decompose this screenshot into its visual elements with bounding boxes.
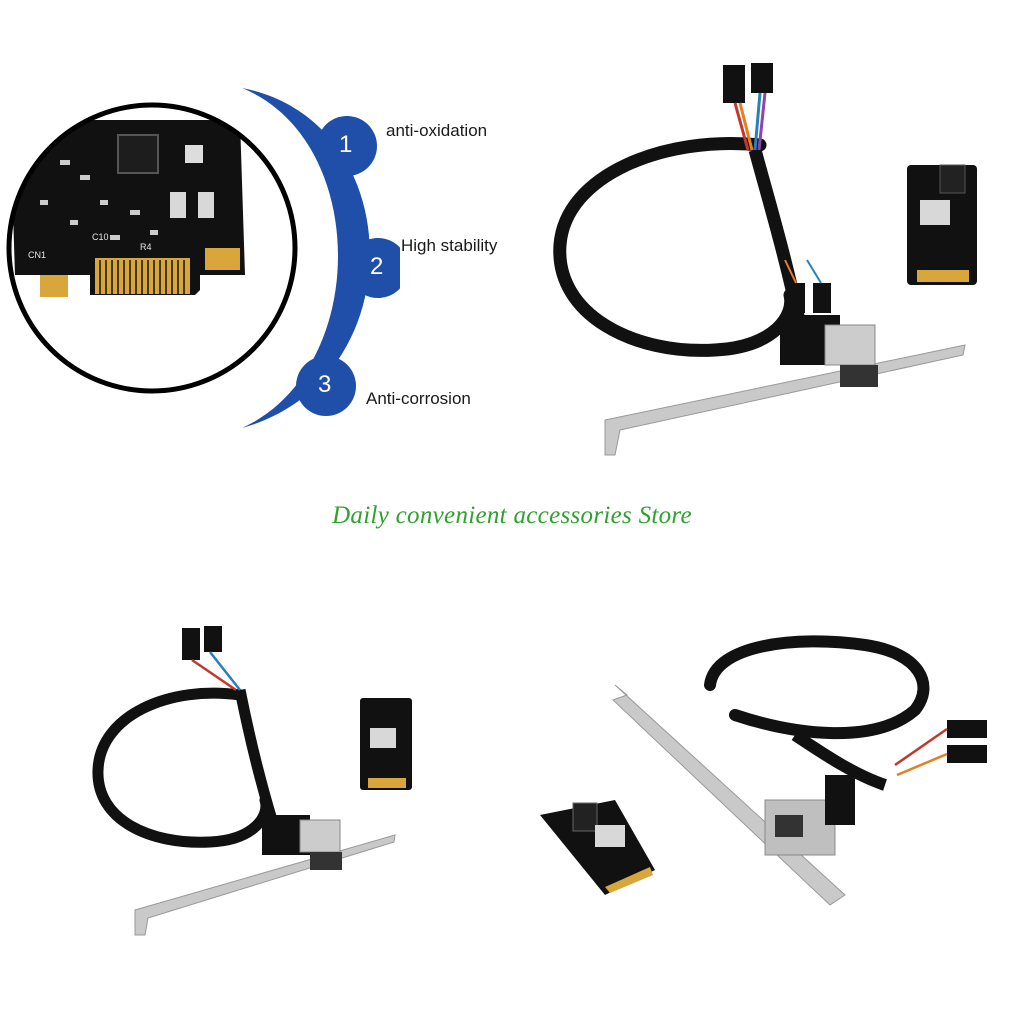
- badge-1-number: 1: [339, 131, 353, 158]
- product-view-1: [545, 55, 1015, 475]
- feature-label-anti-corrosion: Anti-corrosion: [366, 389, 471, 408]
- product-view-2: [90, 620, 430, 940]
- badge-1-icon: [317, 116, 377, 176]
- feature-label-high-stability: High stability: [401, 236, 498, 255]
- badge-3-icon: [296, 356, 356, 416]
- product-view-3: [535, 625, 1015, 925]
- feature-label-anti-oxidation: anti-oxidation: [386, 121, 488, 140]
- svg-text:C10: C10: [92, 232, 109, 242]
- badge-3-number: 3: [318, 371, 332, 398]
- feature-arc: [230, 80, 408, 440]
- badge-2-number: 2: [370, 253, 384, 280]
- badge-2-icon: [348, 238, 408, 298]
- store-name: Daily convenient accessories Store: [332, 502, 692, 529]
- svg-text:CN1: CN1: [28, 250, 46, 260]
- svg-text:R4: R4: [140, 242, 152, 252]
